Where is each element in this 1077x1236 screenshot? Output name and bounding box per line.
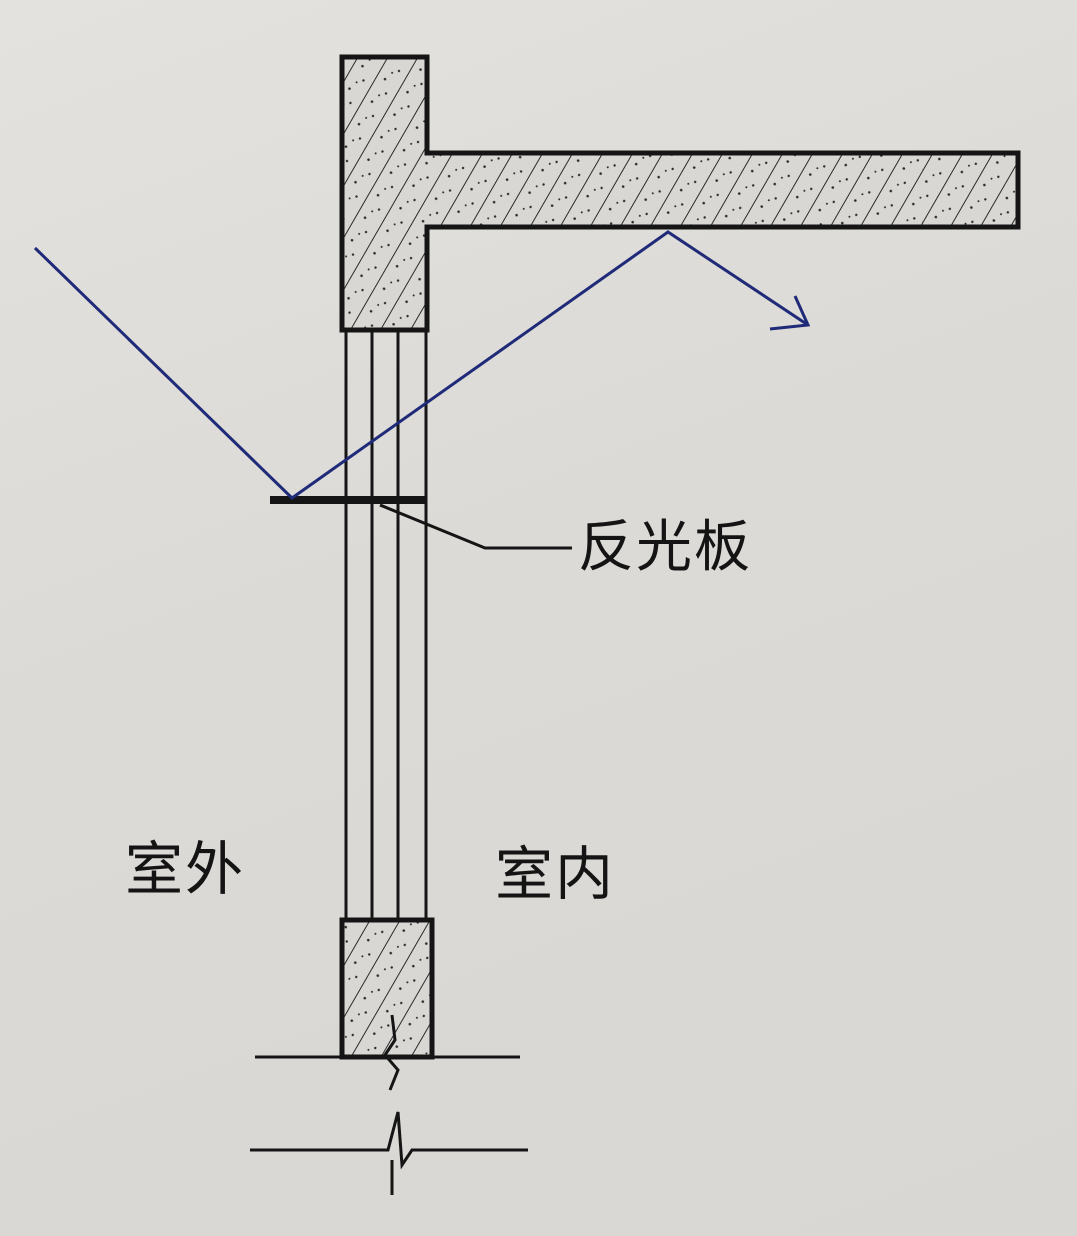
window-glazing: [344, 330, 428, 920]
light-ray: [33, 230, 811, 500]
indoor-label: 室内: [495, 840, 616, 908]
light-ray-arrowhead: [769, 295, 811, 331]
reflector-leader-line: [379, 503, 572, 550]
reflector-label: 反光板: [578, 515, 752, 580]
lower-wall-block: [339, 917, 435, 1060]
upper-wall-and-slab: [339, 54, 1021, 333]
light-ray-path: [33, 230, 809, 500]
outdoor-label: 室外: [125, 835, 246, 903]
floor-break-lines: [250, 1014, 528, 1195]
